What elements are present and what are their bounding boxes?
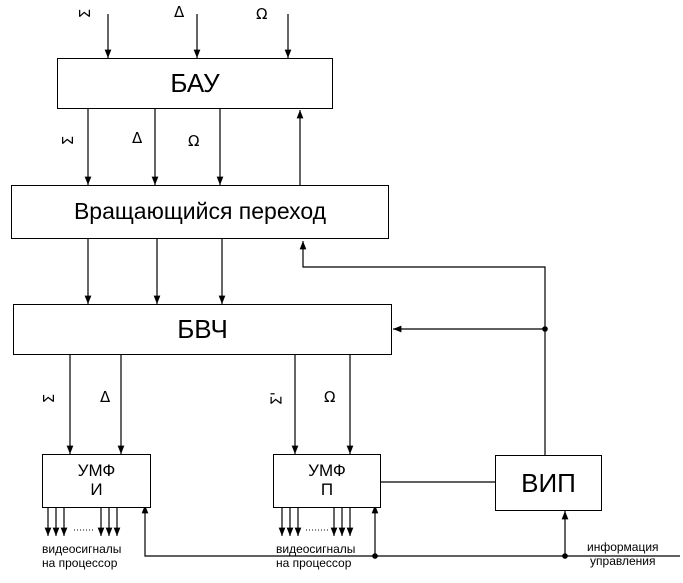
junction-dot: [372, 553, 378, 559]
top-sum-symbol: Σ: [76, 8, 95, 19]
umf-i-label-1: УМФ: [77, 461, 116, 481]
umf-p-label-1: УМФ: [308, 461, 346, 481]
low-omega-symbol: Ω: [324, 388, 336, 406]
mid-delta-symbol: Δ: [132, 129, 143, 147]
rotary-joint-label: Вращающийся переход: [73, 198, 327, 225]
low-sumprime-symbol: Σ': [267, 391, 286, 406]
umf-i-label-2: И: [90, 480, 103, 499]
control-info-label: информация управления: [587, 540, 659, 568]
top-delta-symbol: Δ: [174, 3, 185, 21]
umf-p-block: УМФ П: [273, 454, 381, 508]
bau-label: БАУ: [170, 68, 220, 99]
mid-omega-symbol: Ω: [188, 132, 200, 150]
video-signals-left-label: видеосигналы на процессор: [42, 542, 122, 570]
vip-to-rotary-line: [299, 241, 546, 455]
top-omega-symbol: Ω: [256, 5, 268, 23]
vip-label: ВИП: [521, 467, 576, 498]
junction-dot: [542, 326, 548, 332]
vip-block: ВИП: [495, 455, 602, 511]
rotary-joint-block: Вращающийся переход: [11, 185, 389, 239]
mid-sum-symbol: Σ: [59, 135, 78, 146]
junction-dot: [562, 553, 568, 559]
umf-i-block: УМФ И: [42, 454, 151, 508]
control-bus-line: [141, 505, 680, 557]
video-signals-right-label: видеосигналы на процессор: [276, 542, 356, 570]
low-delta-symbol: Δ: [100, 388, 111, 406]
bau-block: БАУ: [57, 58, 333, 109]
bvch-label: БВЧ: [177, 314, 228, 345]
umf-p-label-2: П: [320, 480, 334, 499]
low-sum-symbol: Σ: [40, 393, 59, 404]
bvch-block: БВЧ: [13, 304, 392, 355]
